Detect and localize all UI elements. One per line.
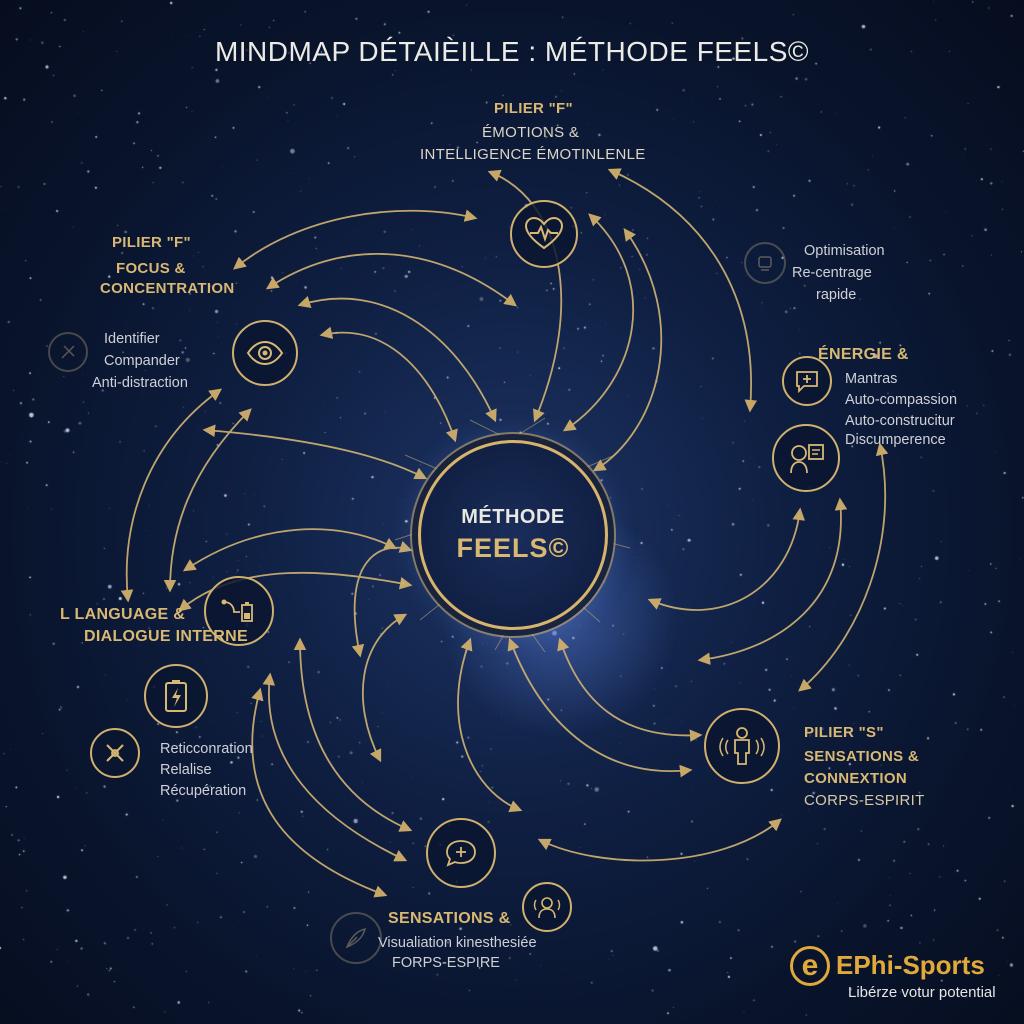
node-sensations-pillar: PILIER "S" [804,724,884,741]
energie-item-2: Auto-compassion [845,392,958,408]
heart-pulse-icon [510,200,578,268]
node-sensations-line3: CONNEXTION [804,770,908,787]
battery-bolt-icon [144,664,208,728]
center-line-1: MÉTHODE [461,506,565,528]
language-item-3: Récupération [160,783,247,799]
focus-item-2: Compander [104,353,180,369]
sensations-bottom-item-2: FORPS-ESPIRE [392,955,500,971]
faded-meditation-icon [744,242,786,284]
node-sensations-line4: CORPS-ESPIRIT [804,792,925,809]
node-emotions-pillar: PILIER "F" [494,100,573,117]
energie-item-1: Mantras [845,371,898,387]
tools-icon [90,728,140,778]
faded-tools-icon [48,332,88,372]
node-sensations-bottom-title: SENSATIONS & [388,910,511,927]
optim-item-2: Re-centrage [792,265,872,281]
chat-plus-icon [782,356,832,406]
node-focus-title: FOCUS & [116,260,186,277]
energie-item-4: Discumperence [845,432,946,448]
language-item-2: Relalise [160,762,212,778]
sensations-bottom-item-1: Visualiation kinesthesiée [378,935,537,951]
center-node: MÉTHODE FEELS© [418,440,608,630]
optim-item-1: Optimisation [804,243,885,259]
node-sensations-title: SENSATIONS & [804,748,920,765]
brand-tagline: Libérze votur potential [848,984,996,1001]
language-item-1: Reticconration [160,741,253,757]
chat-plus-icon-bottom [426,818,496,888]
energie-item-3: Auto-construcitur [845,413,955,429]
page-title: MINDMAP DÉTAIÈILLE : MÉTHODE FEELS© [214,36,810,67]
center-line-2: FEELS© [456,533,570,563]
brand-logo-icon: e [790,946,830,986]
node-language-title: L LANGUAGE & [60,606,186,623]
plug-battery-icon [204,576,274,646]
head-board-icon [772,424,840,492]
brand-name: EPhi-Sports [836,950,985,980]
node-emotions-title: ÉMOTIONS & [482,124,580,141]
focus-item-1: Identifier [104,331,160,347]
focus-item-3: Anti-distraction [92,375,188,391]
head-waves-icon [522,882,572,932]
node-language-subtitle: DIALOGUE INTERNE [84,628,248,645]
node-focus-subtitle: CONCENTRATION [100,280,235,297]
person-signal-icon [704,708,780,784]
faded-feather-icon [330,912,382,964]
node-energie-title: ÉNERGIE & [818,346,909,363]
node-emotions-subtitle: INTELLIGENCE ÉMOTINLENLE [420,146,646,163]
optim-item-3: rapide [816,287,857,303]
eye-icon [232,320,298,386]
node-focus-pillar: PILIER "F" [112,234,191,251]
